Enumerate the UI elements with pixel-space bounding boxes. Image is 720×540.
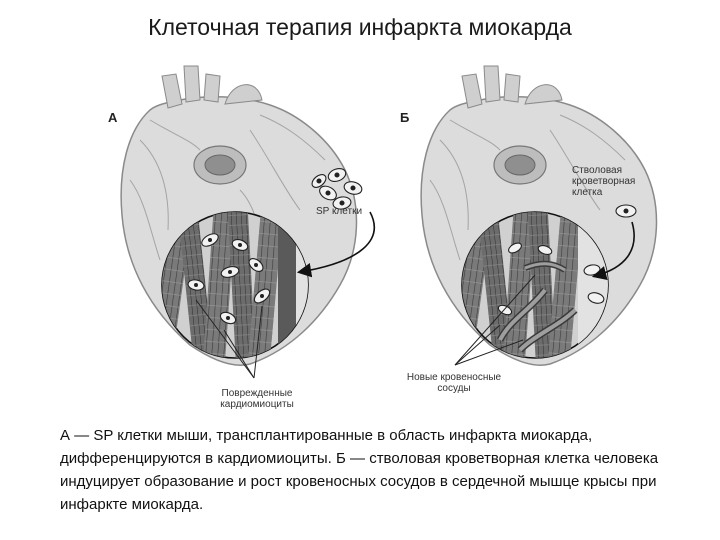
slide-title: Клеточная терапия инфаркта миокарда	[148, 14, 572, 40]
sp-cells-label: SP клетки	[316, 206, 363, 217]
figure-illustration	[120, 65, 658, 379]
stem-label-line1: Стволовая	[572, 165, 623, 176]
stem-cell-label: Стволовая кроветворная клетка	[572, 165, 635, 198]
damaged-label-line2: кардиомиоциты	[220, 399, 294, 410]
vessel-pointer-lines	[454, 274, 536, 366]
zoom-circle-a	[161, 211, 309, 359]
stem-label-line2: кроветворная	[572, 176, 636, 187]
stem-label-line3: клетка	[572, 187, 603, 198]
stem-cell	[615, 204, 637, 218]
injection-arrow-b	[591, 221, 635, 281]
figure-caption: А — SP клетки мыши, трансплантированные …	[60, 427, 659, 513]
new-vessels-label: Новые кровеносные сосуды	[394, 372, 514, 394]
sp-cells-cluster	[311, 168, 363, 210]
damaged-cardiomyocytes-label: Поврежденные кардиомиоциты	[212, 388, 302, 410]
damaged-cells-a	[187, 233, 271, 325]
vessels-label-line1: Новые кровеносные	[406, 372, 502, 383]
injection-arrow-a	[296, 211, 375, 278]
damaged-label-line1: Поврежденные	[221, 388, 293, 399]
damaged-pointer-lines	[195, 299, 263, 379]
vessels-label-line2: сосуды	[437, 383, 471, 394]
panel-a-letter: А	[108, 110, 118, 125]
panel-b-letter: Б	[400, 110, 410, 125]
